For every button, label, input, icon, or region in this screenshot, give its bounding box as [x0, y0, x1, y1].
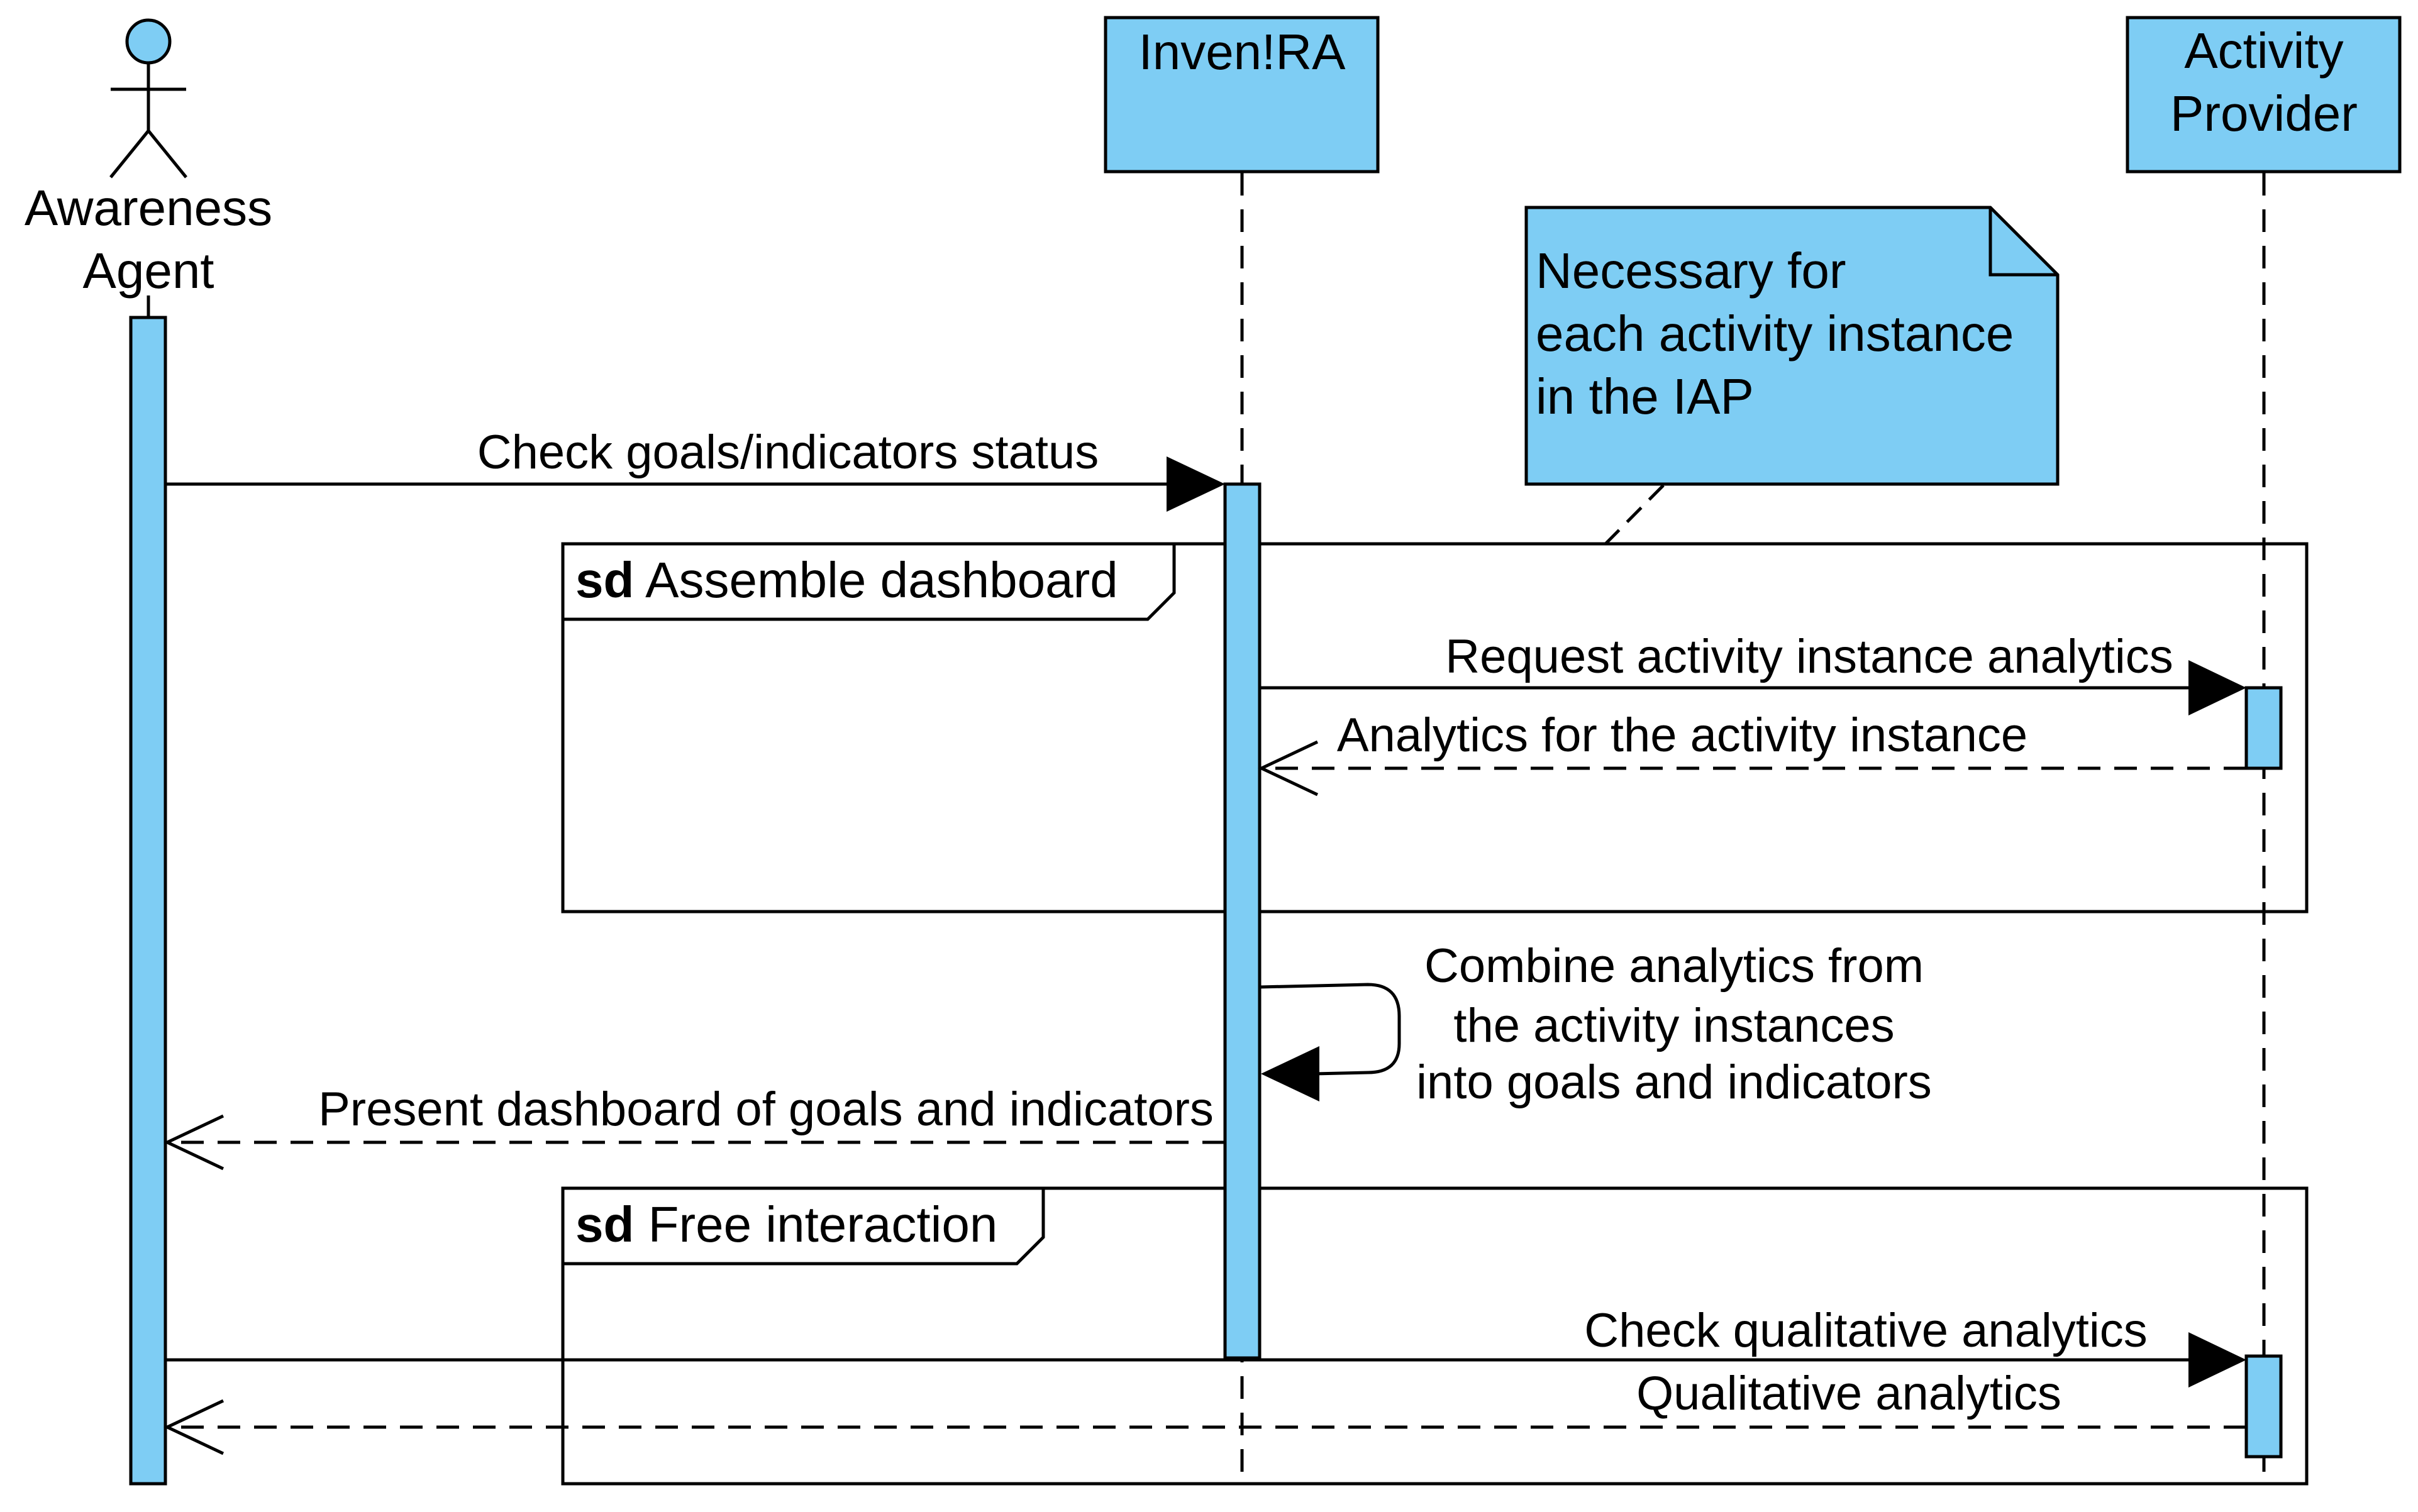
message-check-status[interactable]: Check goals/indicators status [165, 426, 1225, 512]
inven-activation-bar [1223, 482, 1262, 1360]
fragment-assemble-name: Assemble dashboard [634, 552, 1117, 608]
invenra-box [1104, 16, 1380, 174]
note-line1: Necessary for [1536, 243, 1846, 299]
combine-label-line2: the activity instances [1453, 999, 1894, 1052]
message-analytics-reply[interactable]: Analytics for the activity instance [1258, 709, 2246, 797]
combine-label-line1: Combine analytics from [1424, 939, 1924, 993]
activity-provider-participant[interactable]: Activity Provider [2126, 16, 2402, 174]
fragment-free-frame [561, 1186, 2309, 1486]
check-qualitative-arrowhead [2188, 1332, 2246, 1388]
message-combine-analytics[interactable]: Combine analytics from the activity inst… [1259, 939, 1932, 1109]
check-qualitative-label: Check qualitative analytics [1584, 1304, 2148, 1357]
note[interactable]: Necessary for each activity instance in … [1524, 206, 2060, 486]
fragment-assemble-frame [561, 542, 2309, 913]
qualitative-reply-label: Qualitative analytics [1636, 1367, 2061, 1420]
actor-icon [125, 18, 172, 65]
fragment-free-interaction[interactable]: sd Free interaction [561, 1186, 2309, 1486]
message-check-qualitative[interactable]: Check qualitative analytics [165, 1304, 2246, 1388]
ap-activation-bar-1 [2244, 686, 2283, 770]
activity-provider-label-line2: Provider [2170, 86, 2358, 141]
message-request-analytics[interactable]: Request activity instance analytics [1260, 630, 2246, 715]
fragment-assemble-label: sd Assemble dashboard [575, 552, 1118, 608]
message-qualitative-reply[interactable]: Qualitative analytics [164, 1367, 2246, 1455]
activity-provider-box [2126, 16, 2402, 174]
request-analytics-arrowhead [2188, 660, 2246, 715]
fragment-assemble-dashboard[interactable]: sd Assemble dashboard [561, 542, 2309, 913]
fragment-assemble-keyword: sd [575, 552, 634, 608]
analytics-reply-arrowhead [1258, 740, 1319, 797]
invenra-label: Inven!RA [1138, 24, 1346, 80]
combine-arrowhead [1261, 1046, 1319, 1101]
ap-activation-bar-2 [2244, 1354, 2283, 1459]
check-status-arrowhead [1167, 456, 1225, 512]
request-analytics-label: Request activity instance analytics [1445, 630, 2173, 683]
agent-label-line1: Awareness [25, 180, 272, 236]
check-status-label: Check goals/indicators status [477, 426, 1099, 479]
present-dashboard-label: Present dashboard of goals and indicator… [318, 1083, 1214, 1136]
note-line3: in the IAP [1536, 368, 1754, 424]
agent-activation-bar [129, 316, 167, 1486]
analytics-reply-label: Analytics for the activity instance [1337, 709, 2027, 762]
qualitative-reply-arrowhead [164, 1399, 225, 1455]
awareness-agent-actor[interactable]: Awareness Agent [25, 18, 272, 299]
note-fold [1988, 207, 2058, 277]
agent-label-line2: Agent [82, 243, 214, 299]
fragment-free-label: sd Free interaction [575, 1196, 997, 1252]
note-connector [1602, 484, 1665, 547]
present-dashboard-arrowhead [164, 1114, 225, 1171]
message-present-dashboard[interactable]: Present dashboard of goals and indicator… [164, 1083, 1225, 1171]
fragment-free-name: Free interaction [634, 1196, 997, 1252]
note-line2: each activity instance [1536, 306, 2014, 361]
activity-provider-label-line1: Activity [2184, 23, 2343, 79]
combine-loop [1259, 983, 1401, 1076]
note-shape [1524, 206, 2060, 486]
combine-label-line3: into goals and indicators [1416, 1056, 1932, 1109]
fragment-assemble-tab [563, 544, 1176, 621]
invenra-participant[interactable]: Inven!RA [1104, 16, 1380, 174]
fragment-free-tab [563, 1188, 1045, 1266]
fragment-free-keyword: sd [575, 1196, 634, 1252]
